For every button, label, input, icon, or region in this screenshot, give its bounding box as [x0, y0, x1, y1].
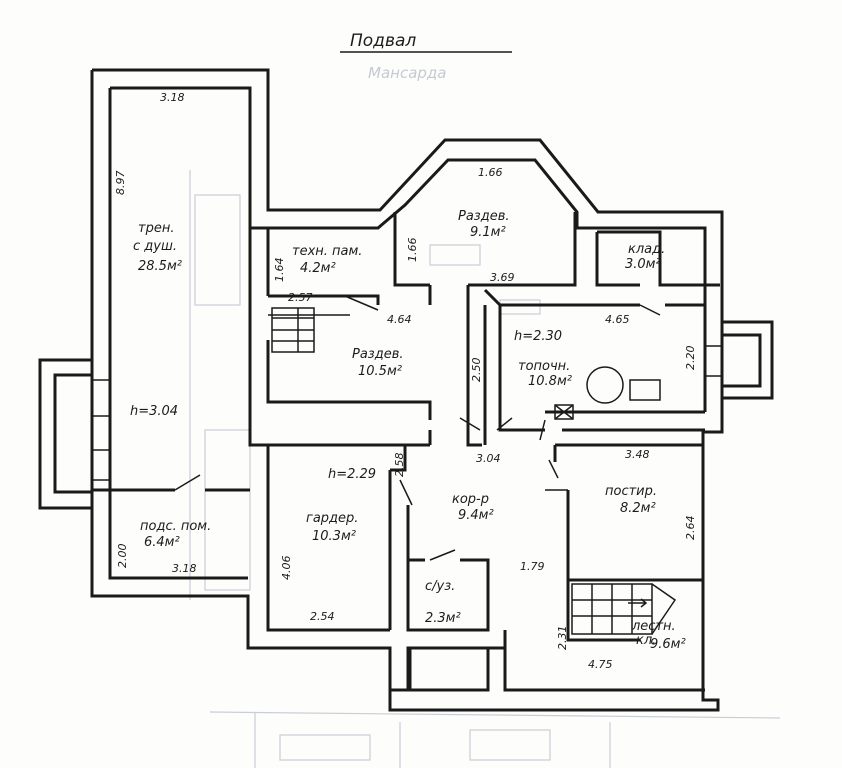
corridor-name: кор-р: [452, 492, 489, 507]
furnace-area: 10.8м²: [528, 374, 572, 389]
stairs-small: [268, 307, 350, 353]
room-labels: трен. с душ. 28.5м² h=3.04 техн. пам. 4.…: [130, 209, 686, 652]
dim-200: 2.00: [116, 544, 129, 569]
training-height: h=3.04: [130, 404, 178, 419]
changing-mid-area: 10.5м²: [358, 364, 402, 379]
training-area: 28.5м²: [138, 259, 182, 274]
stairwell-name2: кл.: [636, 633, 656, 648]
furnace-height: h=2.30: [514, 329, 562, 344]
changing-mid-name: Раздев.: [352, 347, 404, 362]
changing-top-area: 9.1м²: [470, 225, 506, 240]
faint-title: Мансарда: [368, 64, 446, 82]
corridor-area: 9.4м²: [458, 508, 494, 523]
stairs-main: [571, 583, 677, 635]
dim-406: 4.06: [280, 556, 293, 581]
dim-318-top: 3.18: [160, 91, 185, 104]
left-bay: [38, 358, 111, 510]
dimension-labels: 3.18 8.97 1.66 1.66 1.64 2.57 4.64 3.69 …: [114, 91, 697, 671]
dim-164: 1.64: [273, 258, 286, 283]
dim-318-bottom: 3.18: [172, 562, 197, 575]
dim-475: 4.75: [588, 658, 613, 671]
bathroom-name: с/уз.: [425, 579, 455, 594]
training-name2: с душ.: [133, 239, 177, 254]
dim-264: 2.64: [684, 516, 697, 541]
changing-top-name: Раздев.: [458, 209, 510, 224]
laundry-name: постир.: [605, 484, 657, 499]
dim-258: 2.58: [393, 453, 406, 478]
dim-369: 3.69: [490, 271, 515, 284]
tech-room-name: техн. пам.: [292, 244, 362, 259]
tech-room-area: 4.2м²: [300, 261, 336, 276]
dim-250: 2.50: [470, 358, 483, 383]
dim-257: 2.57: [288, 291, 313, 304]
dim-231: 2.31: [556, 626, 569, 651]
bathroom-area: 2.3м²: [425, 611, 461, 626]
dim-897: 8.97: [114, 171, 127, 196]
stairwell-name1: лестн.: [631, 619, 676, 634]
stairwell-area: 9.6м²: [650, 637, 686, 652]
dim-166-side: 1.66: [406, 238, 419, 263]
dim-348: 3.48: [625, 448, 650, 461]
wardrobe-height: h=2.29: [328, 467, 376, 482]
dim-220: 2.20: [684, 346, 697, 371]
auxiliary-name: подс. пом.: [140, 519, 211, 534]
interior-walls: [108, 212, 720, 692]
storage-area: 3.0м²: [625, 257, 661, 272]
furnace-equipment: [554, 366, 661, 420]
dim-254: 2.54: [310, 610, 335, 623]
dim-179: 1.79: [520, 560, 545, 573]
dim-465: 4.65: [605, 313, 630, 326]
storage-name: клад.: [628, 242, 665, 257]
right-bay: [704, 320, 774, 400]
wardrobe-name: гардер.: [306, 511, 358, 526]
laundry-area: 8.2м²: [620, 501, 656, 516]
dim-464: 4.64: [387, 313, 412, 326]
wardrobe-area: 10.3м²: [312, 529, 356, 544]
dim-166-top: 1.66: [478, 166, 503, 179]
training-name1: трен.: [138, 221, 174, 236]
auxiliary-area: 6.4м²: [144, 535, 180, 550]
doors: [174, 295, 661, 561]
plan-title: Подвал: [350, 31, 416, 51]
furnace-name: топочн.: [518, 359, 570, 374]
dim-304: 3.04: [476, 452, 501, 465]
